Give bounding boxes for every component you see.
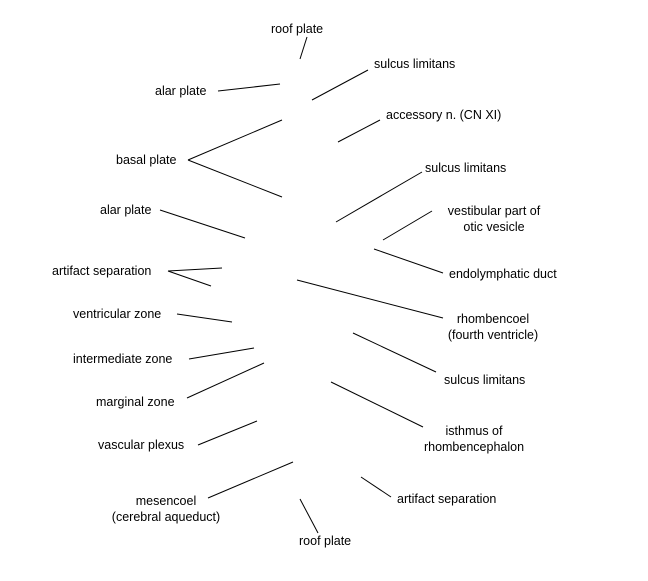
label-basal-plate: basal plate	[116, 153, 177, 167]
leader-vestibular-otic-vesicle	[382, 210, 433, 241]
leader-sulcus-limitans-3	[352, 332, 437, 373]
leader-accessory-nerve	[337, 119, 381, 143]
label-rhombencoel: rhombencoel (fourth ventricle)	[436, 311, 550, 343]
label-marginal-zone: marginal zone	[96, 395, 175, 409]
leader-roof-plate-top	[299, 36, 308, 60]
leader-endolymphatic-duct	[373, 248, 444, 274]
label-artifact-separation-1: artifact separation	[52, 264, 152, 278]
label-vestibular-otic-vesicle: vestibular part of otic vesicle	[434, 203, 554, 235]
label-accessory-nerve: accessory n. (CN XI)	[386, 108, 502, 122]
label-vestibular-line1: vestibular part of	[447, 204, 541, 218]
leader-vascular-plexus	[197, 420, 258, 446]
leader-artifact-separation-2	[360, 476, 392, 498]
leader-artifact-separation-1b	[167, 270, 212, 287]
label-isthmus-line1: isthmus of	[445, 424, 503, 438]
label-mesencoel-line2: (cerebral aqueduct)	[111, 510, 221, 524]
label-ventricular-zone: ventricular zone	[73, 307, 162, 321]
label-isthmus-line2: rhombencephalon	[423, 440, 525, 454]
leader-mesencoel	[207, 461, 294, 499]
leader-alar-plate-1	[217, 83, 281, 92]
label-mesencoel-line1: mesencoel	[135, 494, 197, 508]
label-mesencoel: mesencoel (cerebral aqueduct)	[98, 493, 234, 525]
label-endolymphatic-duct: endolymphatic duct	[449, 267, 557, 281]
label-rhombencoel-line2: (fourth ventricle)	[447, 328, 539, 342]
leader-marginal-zone	[186, 362, 265, 399]
label-vascular-plexus: vascular plexus	[98, 438, 185, 452]
leader-ventricular-zone	[176, 313, 233, 323]
label-intermediate-zone: intermediate zone	[73, 352, 173, 366]
label-isthmus: isthmus of rhombencephalon	[414, 423, 534, 455]
leader-basal-plate-lower	[187, 159, 283, 198]
leader-intermediate-zone	[188, 347, 255, 360]
leader-rhombencoel	[296, 279, 444, 319]
leader-isthmus	[330, 381, 424, 428]
leader-sulcus-limitans-1	[311, 69, 369, 101]
label-sulcus-limitans-2: sulcus limitans	[425, 161, 507, 175]
leader-artifact-separation-1a	[167, 267, 223, 272]
label-rhombencoel-line1: rhombencoel	[456, 312, 530, 326]
label-sulcus-limitans-1: sulcus limitans	[374, 57, 456, 71]
label-alar-plate-1: alar plate	[155, 84, 207, 98]
label-roof-plate-top: roof plate	[271, 22, 324, 36]
label-artifact-separation-2: artifact separation	[397, 492, 497, 506]
leader-sulcus-limitans-2	[335, 171, 423, 223]
label-alar-plate-2: alar plate	[100, 203, 152, 217]
leader-basal-plate-upper	[187, 119, 283, 161]
label-roof-plate-bottom: roof plate	[299, 534, 352, 548]
leader-alar-plate-2	[159, 209, 246, 239]
leader-roof-plate-bottom	[299, 498, 319, 534]
label-sulcus-limitans-3: sulcus limitans	[444, 373, 526, 387]
label-vestibular-line2: otic vesicle	[463, 220, 525, 234]
